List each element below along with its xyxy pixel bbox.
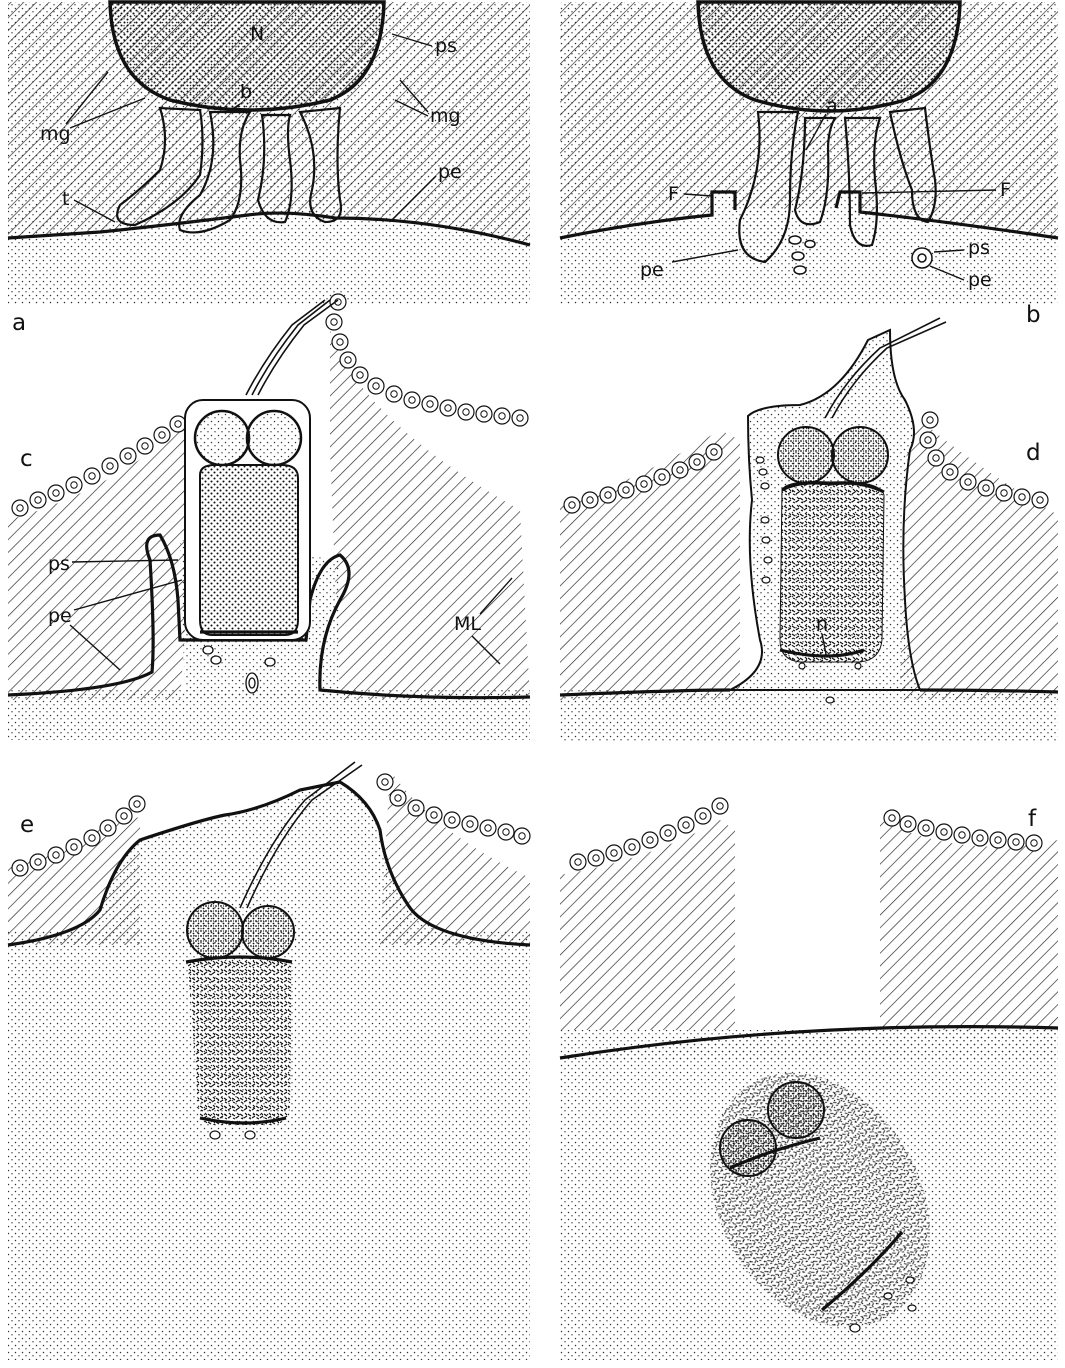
panel-letter-f: f — [1028, 806, 1037, 832]
label-c-pe: pe — [48, 605, 72, 627]
label-b-a: a — [826, 95, 838, 117]
panel-f — [560, 798, 1058, 1367]
panel-letter-e: e — [20, 812, 34, 838]
label-a-mg-right: mg — [430, 105, 461, 127]
nucleus-e — [188, 956, 292, 1125]
label-a-ps: ps — [435, 35, 457, 57]
label-d-n: n — [816, 613, 828, 635]
panel-letter-b: b — [1026, 302, 1041, 328]
label-a-b: b — [240, 81, 252, 103]
kinetosome-left-c — [195, 411, 249, 465]
panel-letter-a: a — [12, 310, 26, 336]
nucleus-d — [780, 482, 884, 662]
label-b-ps: ps — [968, 237, 990, 259]
panel-c — [8, 294, 530, 740]
label-a-pe: pe — [438, 161, 462, 183]
label-b-F-left: F — [668, 183, 679, 205]
panel-letter-c: c — [20, 446, 33, 472]
panel-d — [560, 318, 1058, 742]
nucleus-c — [200, 465, 298, 635]
label-b-pe-right: pe — [968, 269, 992, 291]
label-a-mg-left: mg — [40, 123, 71, 145]
label-a-N: N — [250, 23, 264, 45]
panel-letter-d: d — [1026, 440, 1041, 466]
label-c-ML: ML — [454, 613, 481, 635]
label-b-pe-left: pe — [640, 259, 664, 281]
kinetosome-right-c — [247, 411, 301, 465]
label-a-t: t — [62, 188, 69, 210]
panel-e — [8, 762, 530, 1360]
label-c-ps: ps — [48, 553, 70, 575]
label-b-F-right: F — [1000, 179, 1011, 201]
